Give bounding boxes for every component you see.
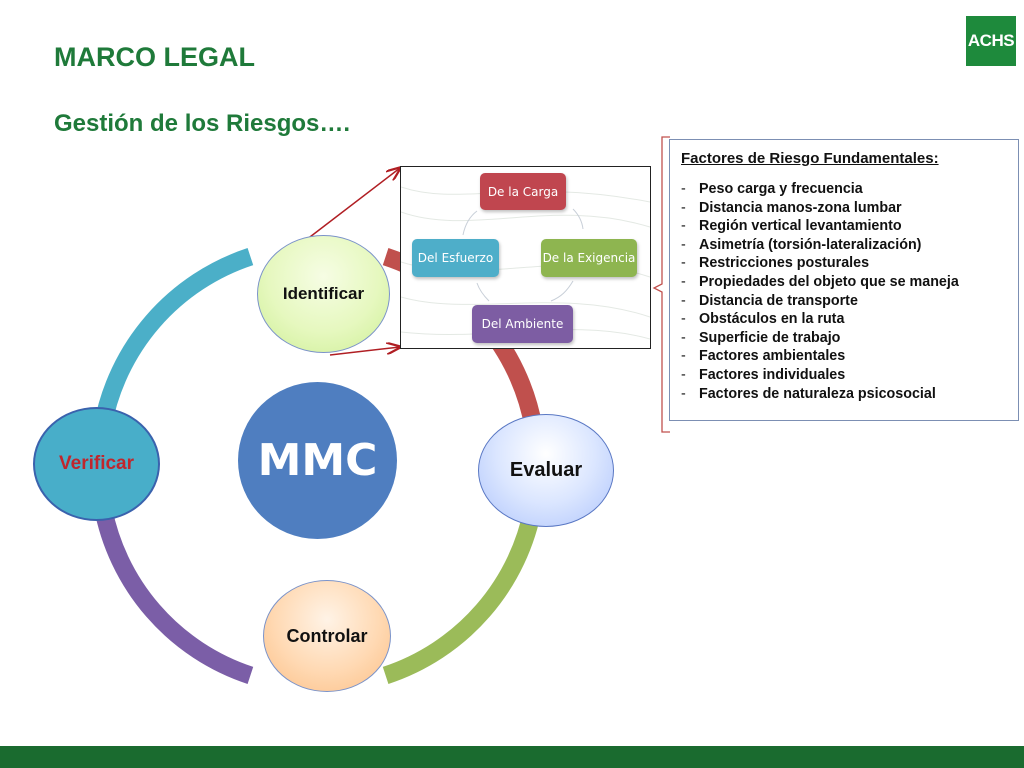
list-item: -Peso carga y frecuencia xyxy=(681,181,863,197)
page-title: MARCO LEGAL xyxy=(54,42,255,72)
list-item: -Factores individuales xyxy=(681,366,846,383)
cycle-arc-purple xyxy=(93,503,254,684)
list-item: -Obstáculos en la ruta xyxy=(681,311,845,328)
cycle-arc-green xyxy=(382,503,543,684)
mmc-center-circle: MMC xyxy=(238,382,397,539)
list-item: -Superficie de trabajo xyxy=(681,329,841,346)
factors-inset-diagram: De la Carga De la Exigencia Del Ambiente… xyxy=(400,166,651,349)
list-item: -Región vertical levantamiento xyxy=(681,218,902,235)
list-item: -Asimetría (torsión-lateralización) xyxy=(681,236,922,253)
info-bracket xyxy=(652,136,670,433)
step-evaluar: Evaluar xyxy=(478,414,614,527)
list-item: -Restricciones posturales xyxy=(681,255,870,272)
list-item: -Distancia de transporte xyxy=(681,292,858,309)
cycle-arc-teal xyxy=(93,248,254,429)
callout-arrow-top xyxy=(305,168,400,241)
risk-factors-title: Factores de Riesgo Fundamentales: xyxy=(681,150,939,167)
step-controlar: Controlar xyxy=(263,580,391,692)
inset-node-esfuerzo: Del Esfuerzo xyxy=(412,239,499,277)
step-identificar: Identificar xyxy=(257,235,390,353)
risk-factors-box: Factores de Riesgo Fundamentales: -Peso … xyxy=(669,139,1019,421)
inset-node-carga: De la Carga xyxy=(480,173,566,210)
page-subtitle: Gestión de los Riesgos…. xyxy=(54,110,351,137)
list-item: -Distancia manos-zona lumbar xyxy=(681,199,902,216)
footer-bar xyxy=(0,746,1024,768)
step-verificar: Verificar xyxy=(33,407,160,521)
risk-factors-list: -Peso carga y frecuencia -Distancia mano… xyxy=(681,180,1008,403)
list-item: -Factores de naturaleza psicosocial xyxy=(681,385,936,402)
achs-logo: ACHS xyxy=(966,16,1016,66)
list-item: -Propiedades del objeto que se maneja xyxy=(681,273,959,290)
inset-node-exigencia: De la Exigencia xyxy=(541,239,637,277)
callout-arrow-bottom xyxy=(329,347,400,356)
list-item: -Factores ambientales xyxy=(681,348,846,365)
inset-node-ambiente: Del Ambiente xyxy=(472,305,573,343)
